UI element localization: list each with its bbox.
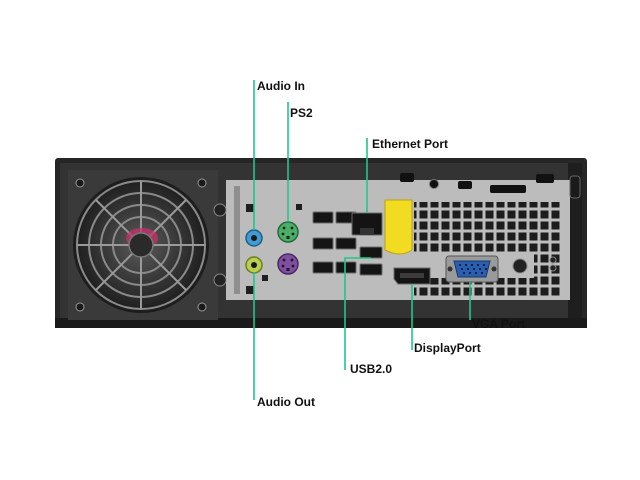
ethernet-port-label: Ethernet Port [372, 137, 449, 151]
usb-callout-line [344, 257, 371, 370]
ps2-keyboard-port [277, 253, 299, 275]
usb-label: USB2.0 [350, 362, 393, 376]
ethernet-port [351, 212, 383, 236]
displayport-label: DisplayPort [414, 341, 481, 355]
vga-connector [445, 255, 499, 283]
callout-lines [253, 80, 471, 400]
audio-out-jack [245, 256, 263, 274]
ps2-label: PS2 [290, 106, 313, 120]
ethernet-cover [384, 199, 413, 255]
audio-in-label: Audio In [257, 79, 305, 93]
audio-in-jack [245, 229, 263, 247]
vga-port-label: VGA Port [472, 317, 525, 331]
cooling-fan [68, 170, 218, 320]
usb-ports [312, 211, 383, 276]
displayport-connector [393, 267, 431, 285]
ps2-mouse-port [277, 221, 299, 243]
audio-out-label: Audio Out [257, 395, 315, 409]
